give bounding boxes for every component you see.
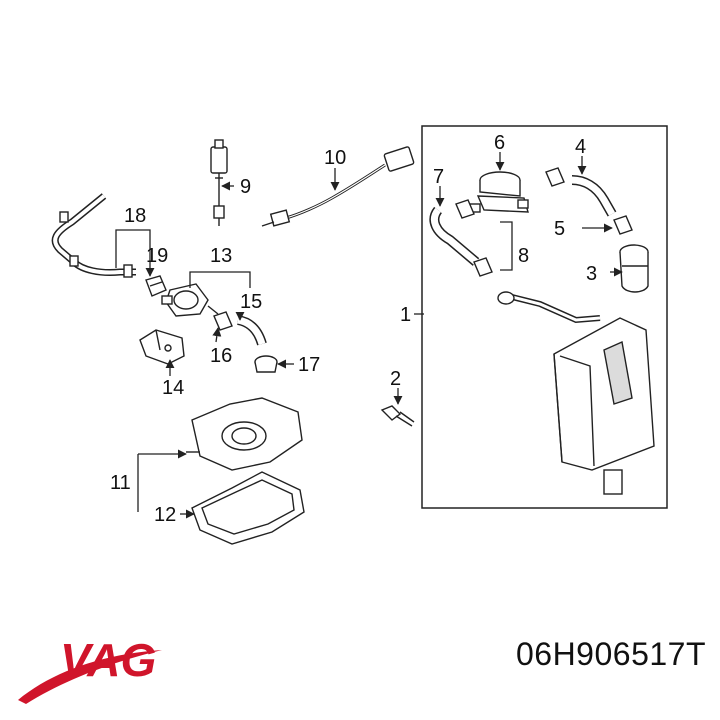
part-1-canister <box>497 291 655 495</box>
callout-2: 2 <box>390 368 401 390</box>
callout-18: 18 <box>124 205 146 227</box>
part-17-grommet <box>254 355 278 373</box>
callout-10: 10 <box>324 147 346 169</box>
callout-12: 12 <box>154 504 176 526</box>
part-18-hose <box>51 193 136 278</box>
part-14-bracket <box>139 329 185 365</box>
callout-19: 19 <box>146 245 168 267</box>
part-13-valve <box>161 283 219 317</box>
vag-logo: VAG <box>18 634 162 704</box>
callout-11: 11 <box>110 472 131 494</box>
callout-13: 13 <box>210 245 232 267</box>
callout-16: 16 <box>210 345 232 367</box>
callout-6: 6 <box>494 132 505 154</box>
part-8-clips <box>455 199 493 277</box>
part-5-clamps <box>545 167 633 235</box>
callout-5: 5 <box>554 218 565 240</box>
part-11-cover <box>186 397 303 471</box>
part-16-clamp <box>213 311 233 331</box>
part-7-hose <box>429 206 480 266</box>
callout-9: 9 <box>240 176 251 198</box>
callout-14: 14 <box>162 377 184 399</box>
part-19-clip <box>145 275 167 297</box>
canister-group-box <box>421 125 668 509</box>
vag-logo-text: VAG <box>60 634 156 686</box>
callout-17: 17 <box>298 354 320 376</box>
callout-4: 4 <box>575 136 586 158</box>
part-15-hose <box>236 315 267 346</box>
callout-7: 7 <box>433 166 444 188</box>
callout-numbers: 1 2 3 4 5 6 7 8 9 10 11 12 13 14 15 16 1… <box>110 132 597 526</box>
leader-lines <box>115 152 623 519</box>
callout-3: 3 <box>586 263 597 285</box>
callout-15: 15 <box>240 291 262 313</box>
vag-logo-swoosh <box>18 650 162 704</box>
part-6-valve <box>469 171 529 213</box>
part-12-gasket <box>191 471 305 545</box>
part-9-sensor <box>210 139 228 226</box>
callout-8: 8 <box>518 245 529 267</box>
part-3-filter <box>619 244 649 293</box>
part-2-bolt <box>380 405 415 427</box>
part-10-oxygen-sensor <box>261 146 415 227</box>
part-number: 06H906517T <box>515 636 706 672</box>
callout-1: 1 <box>400 304 411 326</box>
part-4-hose <box>571 175 617 217</box>
